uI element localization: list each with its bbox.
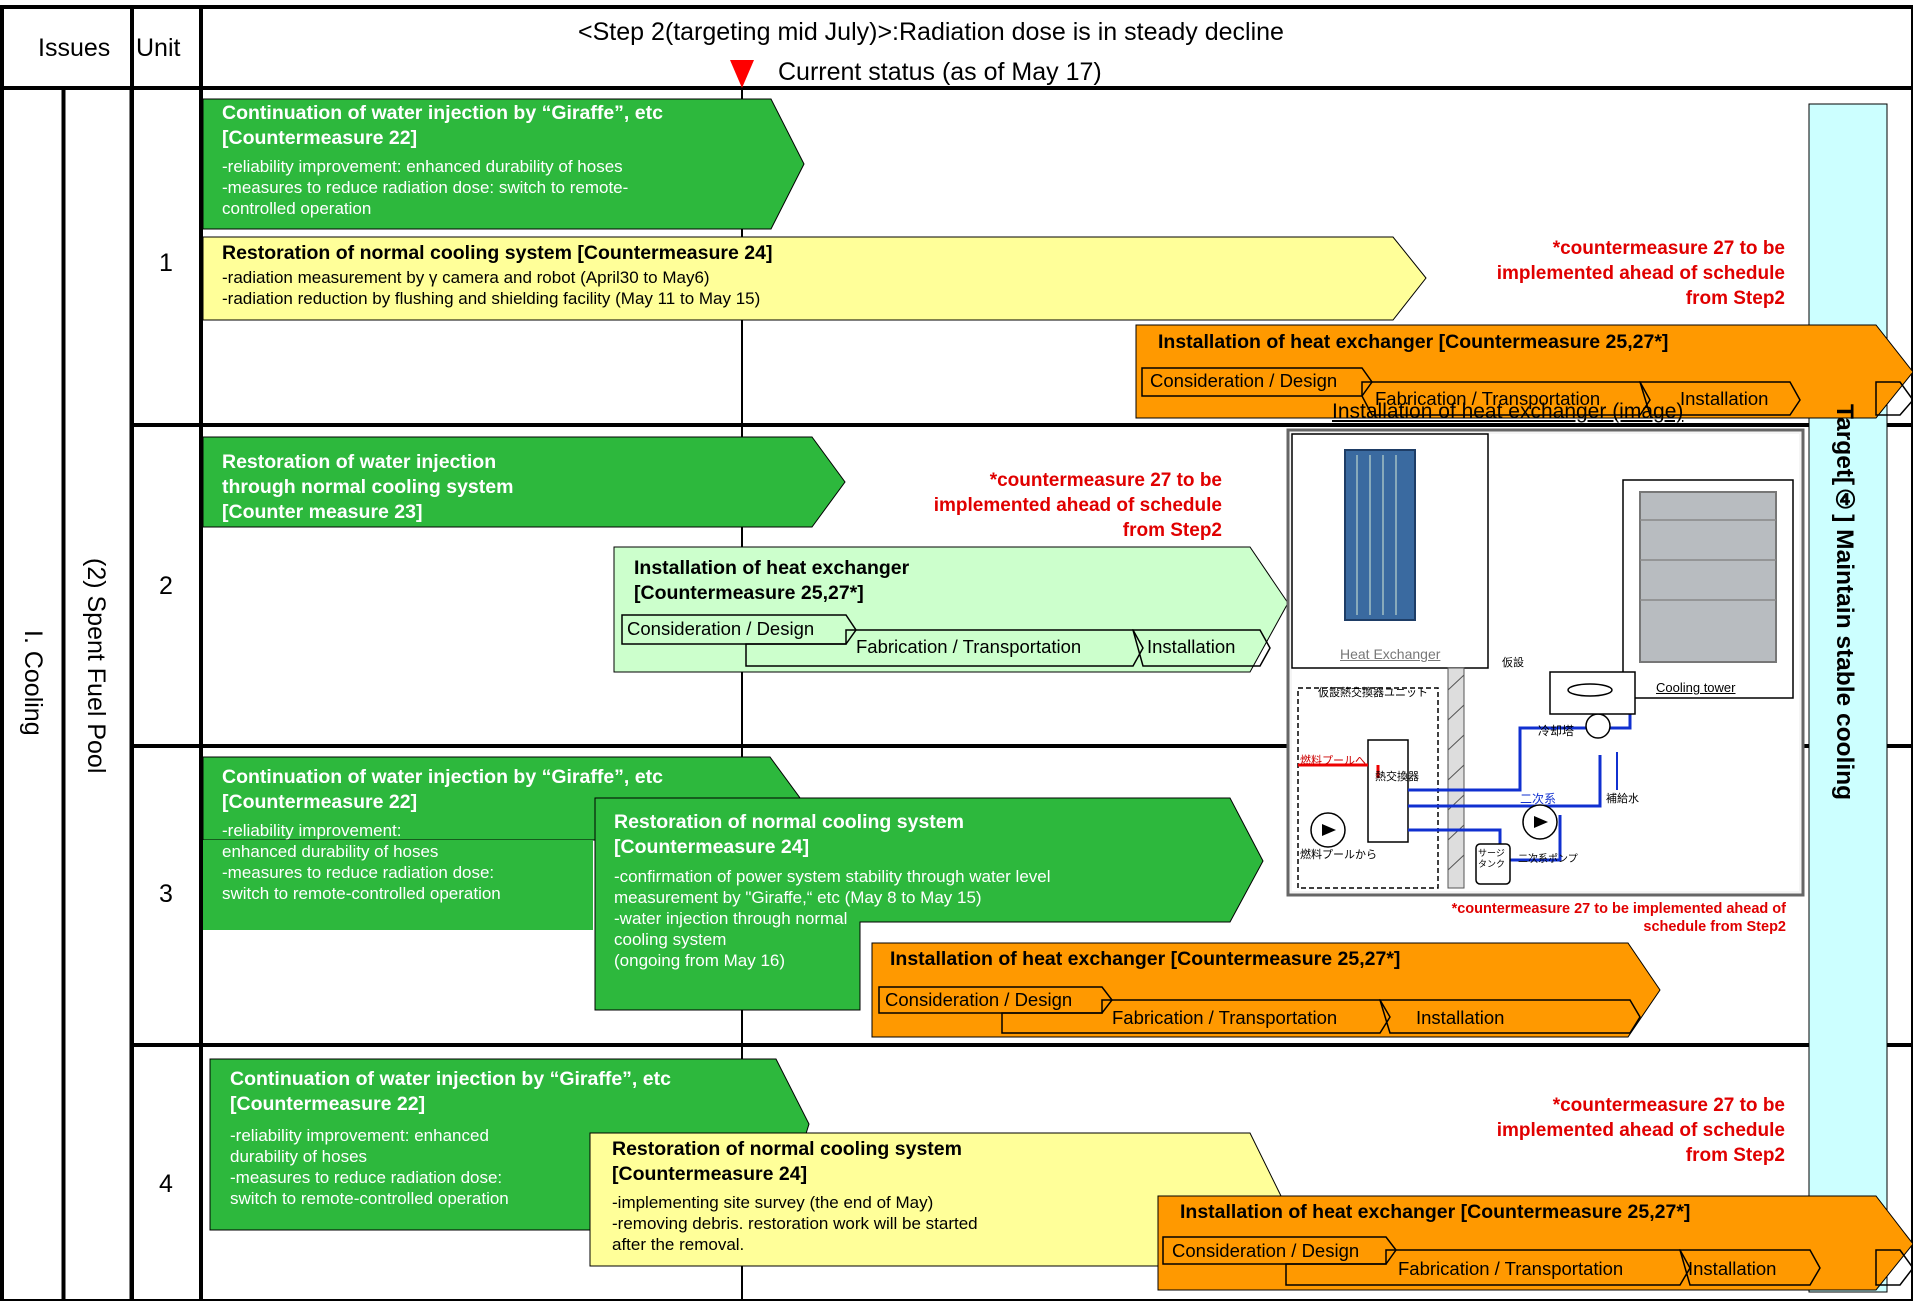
unit-number-2: 2	[159, 572, 173, 600]
u3-phase-design: Consideration / Design	[885, 989, 1073, 1010]
hx-image-note: *countermeasure 27 to be implemented ahe…	[1451, 901, 1786, 935]
hx-image-caption: Installation of heat exchanger (image)	[1332, 400, 1684, 423]
u1-hx-box	[1135, 324, 1913, 419]
jp-secondary: 二次系	[1520, 792, 1557, 806]
u1-phase-design: Consideration / Design	[1150, 370, 1338, 391]
u1-phase-fabrication: Fabrication / Transportation	[1375, 388, 1601, 409]
u3-phase-fabrication: Fabrication / Transportation	[1112, 1007, 1338, 1028]
unit-number-3: 3	[159, 880, 173, 908]
jp-tower: 冷却塔	[1538, 724, 1575, 738]
u4-phase-fabrication: Fabrication / Transportation	[1398, 1258, 1624, 1279]
u4-hx-box	[1157, 1195, 1913, 1291]
unit-number-4: 4	[159, 1170, 173, 1198]
u2-phase-design: Consideration / Design	[627, 618, 815, 639]
u3-restoration-body: -confirmation of power system stability …	[614, 867, 1051, 970]
u2-restoration-title: Restoration of water injection through n…	[222, 451, 514, 523]
u4-phase-installation: Installation	[1688, 1258, 1777, 1279]
u4-phase-design: Consideration / Design	[1172, 1240, 1360, 1261]
jp-surge: サージ タンク	[1478, 848, 1506, 869]
issues-header: Issues	[38, 34, 111, 62]
step-title: <Step 2(targeting mid July)>:Radiation d…	[578, 18, 1284, 46]
u1-giraffe-title: Continuation of water injection by “Gira…	[222, 102, 663, 149]
u4-hx-title: Installation of heat exchanger [Counterm…	[1180, 1201, 1691, 1223]
u1-restoration-box	[202, 236, 1427, 321]
u2-phase-installation: Installation	[1147, 636, 1236, 657]
u4-note: *countermeasure 27 to be implemented ahe…	[1496, 1095, 1785, 1166]
u4-giraffe-title: Continuation of water injection by “Gira…	[230, 1068, 671, 1115]
u4-restoration-body: -implementing site survey (the end of Ma…	[612, 1193, 978, 1254]
unit-number-1: 1	[159, 249, 173, 277]
u3-giraffe-title: Continuation of water injection by “Gira…	[222, 766, 663, 813]
u3-giraffe-body: -reliability improvement: enhanced durab…	[222, 821, 501, 903]
u4-restoration-title: Restoration of normal cooling system [Co…	[612, 1138, 962, 1185]
current-status-label: Current status (as of May 17)	[778, 58, 1102, 86]
u2-restoration-box	[202, 436, 846, 528]
jp-pump: 二次系ポンプ	[1518, 854, 1578, 865]
jp-to-pool: 燃料プールへ	[1300, 755, 1366, 767]
u1-restoration-body: -radiation measurement by γ camera and r…	[222, 268, 761, 308]
sub-issue: (2) Spent Fuel Pool	[82, 558, 110, 774]
u1-phase-installation: Installation	[1680, 388, 1769, 409]
unit-header: Unit	[136, 34, 181, 62]
tower-photo-label: Cooling tower	[1656, 680, 1736, 695]
hx-photo-label: Heat Exchanger	[1340, 646, 1441, 662]
hx-photo	[1344, 449, 1416, 621]
jp-unit: 仮設熱交換器ユニット	[1318, 687, 1428, 699]
u1-giraffe-body: -reliability improvement: enhanced durab…	[222, 157, 629, 218]
u1-restoration-title: Restoration of normal cooling system [Co…	[222, 242, 773, 264]
u1-hx-title: Installation of heat exchanger [Counterm…	[1158, 331, 1669, 353]
u1-note: *countermeasure 27 to be implemented ahe…	[1496, 238, 1785, 309]
jp-temp-1: 仮設	[1502, 657, 1524, 669]
u2-hx-box	[613, 546, 1289, 673]
jp-hx: 熱交換器	[1375, 771, 1419, 783]
jp-from-pool: 燃料プールから	[1300, 849, 1377, 861]
tower-photo	[1639, 491, 1777, 663]
current-status-marker	[730, 60, 754, 88]
u3-restoration-box	[594, 797, 1264, 1011]
u3-restoration-title: Restoration of normal cooling system [Co…	[614, 811, 964, 858]
u3-hx-title: Installation of heat exchanger [Counterm…	[890, 948, 1401, 970]
u3-phase-installation: Installation	[1416, 1007, 1505, 1028]
u2-phase-fabrication: Fabrication / Transportation	[856, 636, 1082, 657]
target-label: Target[④] Maintain stable cooling	[1831, 404, 1858, 801]
u1-giraffe-box	[202, 98, 805, 230]
target-column	[1808, 103, 1888, 1293]
issue-category: I. Cooling	[19, 630, 47, 736]
u2-note: *countermeasure 27 to be implemented ahe…	[933, 470, 1222, 541]
u2-hx-title: Installation of heat exchanger [Counterm…	[634, 557, 910, 604]
jp-makeup: 補給水	[1606, 793, 1639, 805]
u4-giraffe-body: -reliability improvement: enhanced durab…	[230, 1126, 509, 1208]
